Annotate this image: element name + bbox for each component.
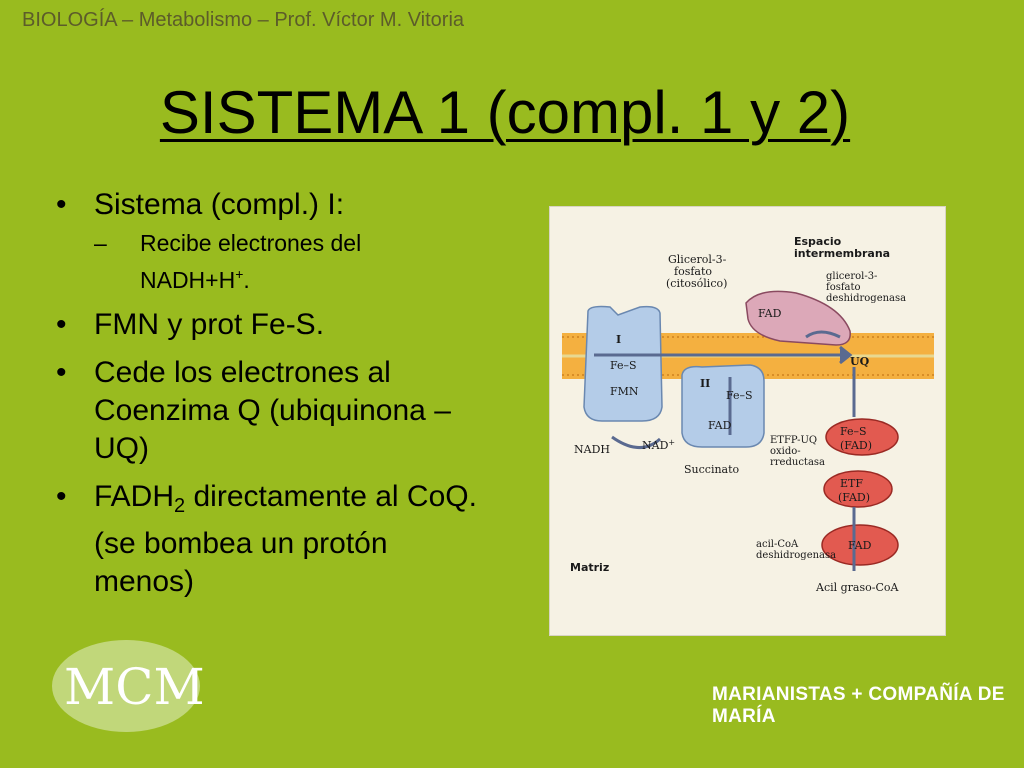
label-etf: ETF xyxy=(840,477,863,490)
electron-transport-diagram: Espacio intermembrana Glicerol-3- fosfat… xyxy=(549,206,946,636)
label-nad: NAD+ xyxy=(642,438,675,452)
sub-text-line1: Recibe electrones del xyxy=(140,230,362,256)
label-nadh: NADH xyxy=(574,443,610,456)
complex-I-shape xyxy=(583,305,663,422)
label-nad-sup: + xyxy=(668,438,675,447)
label-fmn: FMN xyxy=(610,385,639,398)
label-g3pdh-3: deshidrogenasa xyxy=(826,293,906,304)
mcm-logo-svg: MCM xyxy=(52,640,205,732)
mcm-logo: MCM xyxy=(44,630,206,738)
bullet-item-4: • FADH2 directamente al CoQ. (se bombea … xyxy=(52,478,492,601)
label-glicerol-1: Glicerol-3- xyxy=(668,253,727,266)
label-fad-top: FAD xyxy=(758,307,782,320)
label-fad-right1: (FAD) xyxy=(840,439,872,452)
label-matriz: Matriz xyxy=(570,561,609,574)
acil-red-shape xyxy=(821,524,899,566)
label-fad-bottom: FAD xyxy=(848,539,872,552)
complex-II-shape xyxy=(681,364,765,448)
bullet-item-2: • FMN y prot Fe-S. xyxy=(52,306,492,344)
sub-item-1: – Recibe electrones del NADH+H+. xyxy=(94,228,492,296)
label-glicerol-3: (citosólico) xyxy=(666,277,727,290)
label-complex-I: I xyxy=(616,333,621,346)
label-fes-I: Fe–S xyxy=(610,359,637,372)
label-fes-right: Fe–S xyxy=(840,425,867,438)
sub-list: – Recibe electrones del NADH+H+. xyxy=(94,228,492,296)
bullet-text-2: FMN y prot Fe-S. xyxy=(94,308,325,341)
label-acil-2: deshidrogenasa xyxy=(756,550,836,561)
logo-ellipse xyxy=(52,640,200,732)
slide-title: SISTEMA 1 (compl. 1 y 2) xyxy=(159,79,851,146)
label-etfp-3: rreductasa xyxy=(770,457,825,468)
bullet-dot: • xyxy=(56,188,67,221)
sub-text-sup: + xyxy=(235,266,244,282)
sub-dash: – xyxy=(94,230,107,256)
bullet-item-3: • Cede los electrones al Coenzima Q (ubi… xyxy=(52,354,492,468)
label-etfp-2: oxido- xyxy=(770,446,801,457)
sub-text-line2b: . xyxy=(243,267,250,293)
label-uq: UQ xyxy=(850,355,870,368)
label-succinato: Succinato xyxy=(684,463,740,476)
arrows xyxy=(594,330,856,571)
label-fad-right2: (FAD) xyxy=(838,491,870,504)
label-acil-1: acil-CoA xyxy=(756,539,799,550)
bullet-text-4b: directamente al CoQ. (se bombea un protó… xyxy=(94,480,477,598)
label-g3pdh-2: fosfato xyxy=(826,282,861,293)
footer-brand: MARIANISTAS + COMPAÑÍA DE MARÍA xyxy=(712,684,1005,727)
label-nad-text: NAD xyxy=(642,439,669,452)
bullet-list: • Sistema (compl.) I: – Recibe electrone… xyxy=(52,186,492,611)
label-fes-II: Fe–S xyxy=(726,389,753,402)
etf-red-shape xyxy=(823,470,893,508)
bullet-dot: • xyxy=(56,308,67,341)
label-espacio-2: intermembrana xyxy=(794,247,890,260)
fes-red-shape xyxy=(825,418,899,456)
bullet-item-1: • Sistema (compl.) I: – Recibe electrone… xyxy=(52,186,492,296)
label-etfp-1: ETFP-UQ xyxy=(770,435,817,446)
bullet-text-4a: FADH xyxy=(94,480,175,513)
bullet-text-4-sub: 2 xyxy=(174,495,186,517)
sub-text-line2a: NADH+H xyxy=(140,267,236,293)
label-glicerol-2: fosfato xyxy=(674,265,712,278)
label-espacio-1: Espacio xyxy=(794,235,842,248)
label-g3pdh-1: glicerol-3- xyxy=(826,271,877,282)
label-fad-II: FAD xyxy=(708,419,732,432)
bullet-dot: • xyxy=(56,480,67,513)
diagram-svg: Espacio intermembrana Glicerol-3- fosfat… xyxy=(562,235,934,594)
label-complex-II: II xyxy=(700,377,710,390)
slide-header: BIOLOGÍA – Metabolismo – Prof. Víctor M.… xyxy=(22,9,465,31)
bullet-text-1: Sistema (compl.) I: xyxy=(94,188,345,221)
label-acil-graso: Acil graso-CoA xyxy=(815,581,900,594)
bullet-dot: • xyxy=(56,356,67,389)
logo-text: MCM xyxy=(64,658,205,716)
bullet-text-3: Cede los electrones al Coenzima Q (ubiqu… xyxy=(94,356,451,465)
